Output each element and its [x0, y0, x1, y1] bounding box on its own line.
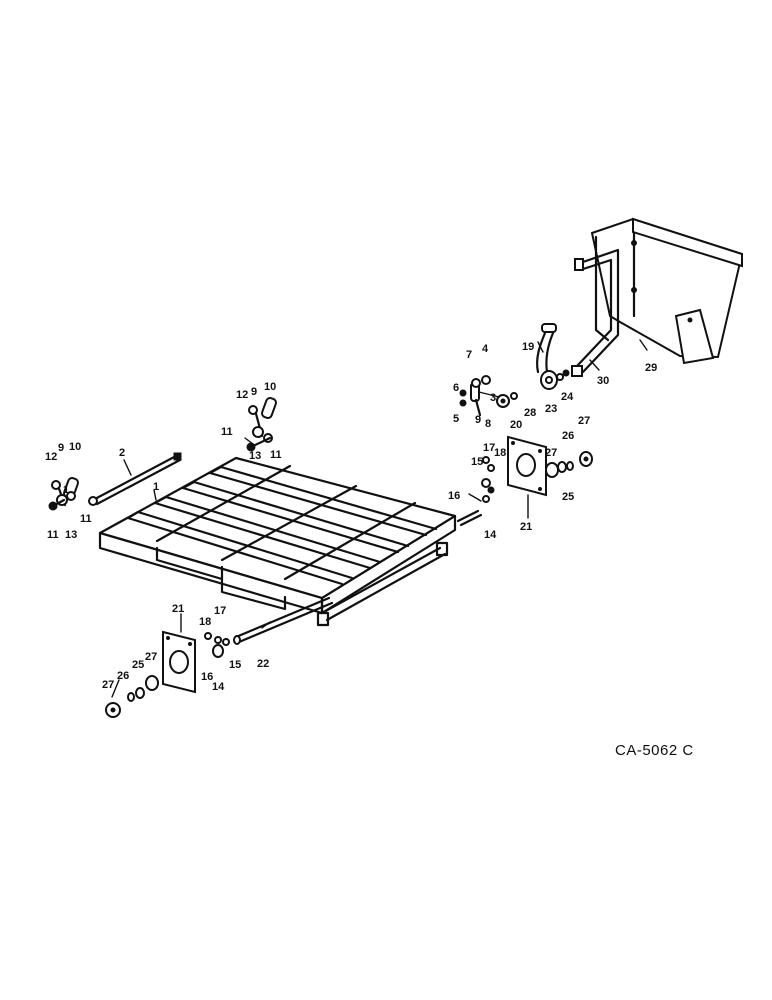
callout: 11 — [80, 513, 92, 525]
rod-2 — [88, 452, 182, 506]
callout: 22 — [257, 658, 269, 670]
plate-21-left — [162, 630, 196, 694]
callout: 27 — [545, 447, 557, 459]
callout: 5 — [453, 413, 459, 425]
callout: 30 — [597, 375, 609, 387]
callout: 27 — [145, 651, 157, 663]
callout: 11 — [270, 449, 282, 461]
lever-19 — [536, 323, 570, 390]
callout: 9 — [251, 386, 257, 398]
middle-crank-linkage — [246, 397, 277, 452]
callout: 29 — [645, 362, 657, 374]
callout: 9 — [58, 442, 64, 454]
callout: 15 — [229, 659, 241, 671]
callout: 26 — [562, 430, 574, 442]
callout: 28 — [524, 407, 536, 419]
plate-21-right — [507, 435, 547, 497]
callout: 1 — [153, 481, 159, 493]
callout: 8 — [485, 418, 491, 430]
callout: 14 — [212, 681, 225, 693]
shaft-16-right — [456, 509, 483, 527]
callout: 10 — [264, 381, 276, 393]
left-crank-linkage — [48, 477, 79, 511]
callout: 10 — [69, 441, 81, 453]
callout: 17 — [214, 605, 226, 617]
diagram-code: CA-5062 C — [615, 742, 694, 759]
callout: 12 — [236, 389, 248, 401]
callout: 23 — [545, 403, 557, 415]
callout: 18 — [199, 616, 211, 628]
callout: 19 — [522, 341, 534, 353]
callout: 25 — [562, 491, 574, 503]
callout: 9 — [475, 414, 481, 426]
left-bearing-set — [105, 675, 159, 718]
callout: 26 — [117, 670, 129, 682]
hopper-29 — [590, 217, 744, 365]
callout: 6 — [453, 382, 459, 394]
grate-assembly — [98, 456, 457, 627]
callout: 14 — [484, 529, 497, 541]
callout: 2 — [119, 447, 125, 459]
callout: 15 — [471, 456, 483, 468]
callout: 11 — [47, 529, 59, 541]
right-fasteners — [481, 456, 495, 503]
callout: 18 — [494, 447, 506, 459]
shaft-22 — [233, 596, 334, 645]
right-bearing-set — [545, 451, 593, 478]
callout: 13 — [65, 529, 77, 541]
callout: 12 — [45, 451, 57, 463]
callout: 21 — [172, 603, 184, 615]
right-upper-linkage — [459, 375, 518, 417]
leader-lines — [111, 339, 648, 698]
callout: 4 — [482, 343, 489, 355]
callout: 24 — [561, 391, 574, 403]
callout: 16 — [201, 671, 213, 683]
callout-labels: 1 2 12 9 10 1 13 11 11 12 9 10 11 13 11 … — [45, 341, 657, 693]
callout: 11 — [221, 426, 233, 438]
callout: 7 — [466, 349, 472, 361]
bracket-30 — [571, 248, 620, 377]
callout: 21 — [520, 521, 532, 533]
callout: 27 — [102, 679, 114, 691]
callout: 13 — [249, 450, 261, 462]
callout: 3 — [490, 392, 496, 404]
left-fasteners — [204, 632, 230, 658]
callout: 17 — [483, 442, 495, 454]
callout: 20 — [510, 419, 522, 431]
callout: 16 — [448, 490, 460, 502]
callout: 25 — [132, 659, 144, 671]
callout: 1 — [63, 484, 69, 496]
callout: 27 — [578, 415, 590, 427]
